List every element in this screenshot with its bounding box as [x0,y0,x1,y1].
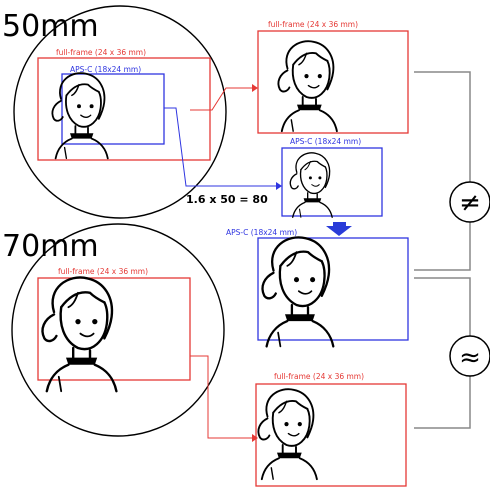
full-frame-label-50mm: full-frame (24 x 36 mm) [56,48,146,57]
aps-c-rect-50mm [61,73,165,145]
not-equal-symbol-circle [449,181,490,223]
approx-equal-symbol-circle [449,335,490,377]
not-equal-symbol: ≠ [459,188,481,218]
aps-c-enlarged-view [257,237,409,341]
full-frame-rect-50mm [37,57,211,161]
full-frame-label-70mm: full-frame (24 x 36 mm) [58,267,148,276]
viewfinder-circle-50mm [13,5,227,219]
full-frame-label-top-right: full-frame (24 x 36 mm) [268,20,358,29]
aps-c-label-crop-view: APS-C (18x24 mm) [290,137,361,146]
girl-figure-full-frame-top [277,40,338,133]
bracket-not-equal [414,71,471,271]
arrowhead-full-frame-bottom [252,434,258,442]
crop-factor-formula: 1.6 x 50 = 80 [186,193,268,206]
viewfinder-circle-70mm [11,223,225,437]
girl-figure-aps-c-enlarged [261,236,335,348]
full-frame-rect-70mm [37,277,191,381]
arrow-to-full-frame-top [190,87,252,111]
approx-equal-symbol: ≈ [459,343,481,373]
full-frame-label-bottom-right: full-frame (24 x 36 mm) [274,372,364,381]
girl-figure-50mm [51,72,109,160]
aps-c-crop-view [281,147,383,217]
girl-figure-70mm [41,276,118,393]
arrow-to-aps-c [164,107,276,187]
arrow-to-full-frame-bottom [190,355,252,439]
aps-c-label-50mm: APS-C (18x24 mm) [70,65,141,74]
focal-length-label-50mm: 50mm [2,9,99,44]
girl-figure-aps-c-crop [289,152,333,218]
focal-length-label-70mm: 70mm [2,229,99,264]
girl-figure-full-frame-bottom [257,388,318,481]
full-frame-view-bottom [255,383,407,487]
arrowhead-full-frame-top [252,84,258,92]
aps-c-label-enlarged: APS-C (18x24 mm) [226,228,297,237]
full-frame-view-top [257,30,409,134]
down-arrow [326,222,352,236]
arrowhead-aps-c [276,182,282,190]
